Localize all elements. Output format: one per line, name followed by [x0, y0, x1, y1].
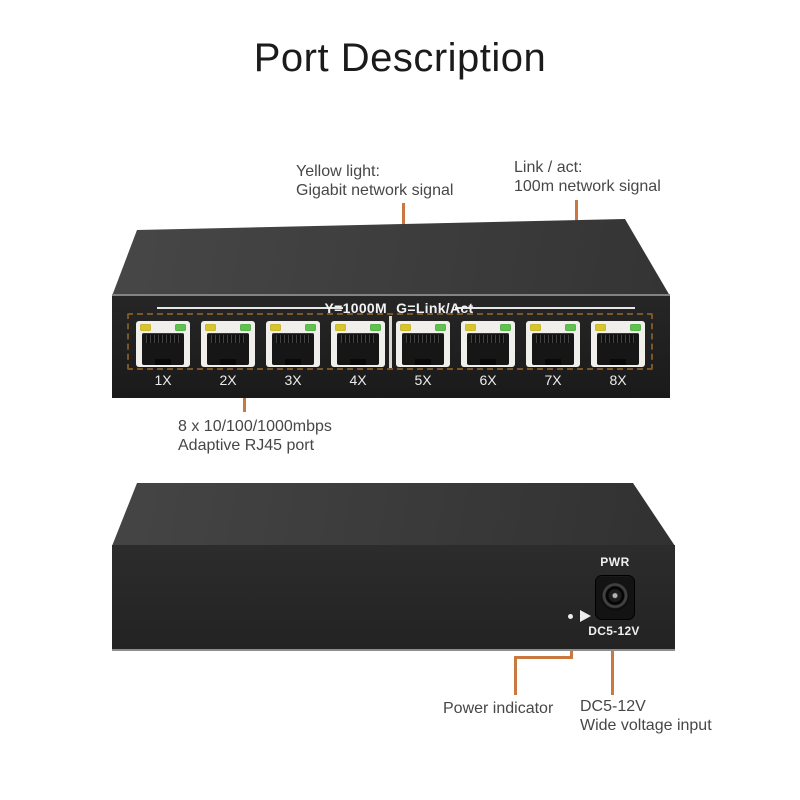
- rj45-notch: [610, 359, 626, 365]
- port-label-1X: 1X: [154, 372, 172, 388]
- annotation-rj45-caption: 8 x 10/100/1000mbps Adaptive RJ45 port: [178, 417, 332, 455]
- rj45-pins: [341, 335, 375, 343]
- rj45-port-3X: [266, 321, 320, 367]
- annotation-yellow-light: Yellow light: Gigabit network signal: [296, 162, 453, 200]
- rj45-pins: [536, 335, 570, 343]
- rj45-connector: [272, 333, 314, 365]
- yellow-led: [530, 324, 541, 331]
- rj45-notch: [220, 359, 236, 365]
- rj45-port-2X: [201, 321, 255, 367]
- yellow-led: [335, 324, 346, 331]
- port-label-4X: 4X: [349, 372, 367, 388]
- green-led: [305, 324, 316, 331]
- panel-decor-line-left: [157, 307, 343, 309]
- rj45-port-8X: [591, 321, 645, 367]
- annotation-rj45-caption-line2: Adaptive RJ45 port: [178, 437, 315, 454]
- rj45-port-1X: [136, 321, 190, 367]
- power-led-indicator: [568, 614, 573, 619]
- rj45-pins: [471, 335, 505, 343]
- port-label-2X: 2X: [219, 372, 237, 388]
- rj45-connector: [532, 333, 574, 365]
- yellow-led: [400, 324, 411, 331]
- page-title: Port Description: [253, 36, 547, 80]
- annotation-dc-input: DC5-12V Wide voltage input: [580, 697, 712, 735]
- rj45-connector: [402, 333, 444, 365]
- annotation-power-indicator: Power indicator: [443, 700, 554, 717]
- rj45-notch: [545, 359, 561, 365]
- yellow-led: [270, 324, 281, 331]
- rj45-pins: [146, 335, 180, 343]
- annotation-link-act: Link / act: 100m network signal: [514, 158, 661, 196]
- rj45-port-7X: [526, 321, 580, 367]
- annotation-yellow-light-line1: Yellow light:: [296, 163, 380, 180]
- green-led: [435, 324, 446, 331]
- pwr-label: PWR: [600, 555, 630, 569]
- rj45-connector: [207, 333, 249, 365]
- dc-voltage-label: DC5-12V: [588, 624, 640, 638]
- rj45-notch: [155, 359, 171, 365]
- annotation-dc-input-line2: Wide voltage input: [580, 717, 712, 734]
- port-label-5X: 5X: [414, 372, 432, 388]
- rj45-pins: [601, 335, 635, 343]
- green-led: [240, 324, 251, 331]
- rj45-notch: [285, 359, 301, 365]
- port-label-8X: 8X: [609, 372, 627, 388]
- annotation-link-act-line2: 100m network signal: [514, 178, 661, 195]
- annotation-yellow-light-line2: Gigabit network signal: [296, 182, 454, 199]
- dc-power-jack: [595, 575, 635, 620]
- switch-back-panel: [112, 545, 675, 651]
- rj45-port-6X: [461, 321, 515, 367]
- callout-line-dc-jack: [611, 611, 614, 695]
- switch-front-top-face: [112, 219, 670, 296]
- green-led: [370, 324, 381, 331]
- rj45-port-4X: [331, 321, 385, 367]
- dc-jack-barrel: [601, 583, 629, 611]
- callout-line-power-led-v2: [514, 656, 517, 695]
- green-led: [565, 324, 576, 331]
- rj45-pins: [406, 335, 440, 343]
- panel-decor-line-right: [455, 307, 635, 309]
- rj45-port-5X: [396, 321, 450, 367]
- green-led: [500, 324, 511, 331]
- port-label-7X: 7X: [544, 372, 562, 388]
- rj45-pins: [276, 335, 310, 343]
- switch-back-top-face: [112, 483, 675, 546]
- port-label-6X: 6X: [479, 372, 497, 388]
- green-led: [175, 324, 186, 331]
- yellow-led: [140, 324, 151, 331]
- annotation-rj45-caption-line1: 8 x 10/100/1000mbps: [178, 418, 332, 435]
- annotation-link-act-line1: Link / act:: [514, 159, 583, 176]
- yellow-led: [465, 324, 476, 331]
- rj45-connector: [597, 333, 639, 365]
- ports-dashed-frame: [127, 313, 653, 370]
- rj45-connector: [337, 333, 379, 365]
- yellow-led: [595, 324, 606, 331]
- yellow-led: [205, 324, 216, 331]
- rj45-connector: [142, 333, 184, 365]
- rj45-notch: [350, 359, 366, 365]
- rj45-pins: [211, 335, 245, 343]
- rj45-connector: [467, 333, 509, 365]
- panel-speed-legend: Y=1000M G=Link/Act: [324, 300, 474, 316]
- rj45-notch: [480, 359, 496, 365]
- callout-line-power-led-h: [514, 656, 573, 659]
- port-label-3X: 3X: [284, 372, 302, 388]
- power-arrow-icon: [580, 610, 591, 622]
- green-led: [630, 324, 641, 331]
- annotation-dc-input-line1: DC5-12V: [580, 698, 646, 715]
- port-group-divider: [389, 316, 392, 368]
- rj45-notch: [415, 359, 431, 365]
